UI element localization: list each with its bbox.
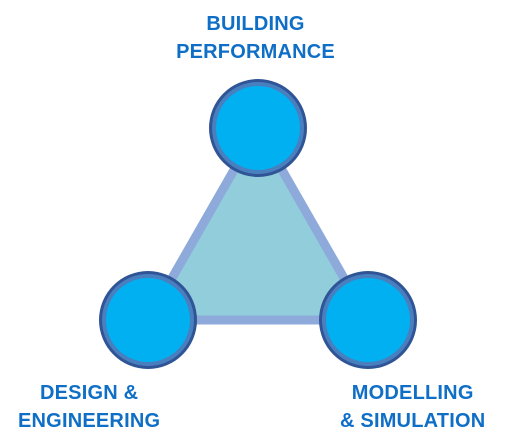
node-design-engineering	[99, 271, 197, 369]
label-line: PERFORMANCE	[176, 41, 335, 63]
label-modelling-simulation: MODELLING & SIMULATION	[340, 379, 485, 435]
node-modelling-simulation	[319, 271, 417, 369]
label-line: & SIMULATION	[340, 410, 486, 432]
label-line: ENGINEERING	[18, 410, 161, 432]
label-building-performance: BUILDING PERFORMANCE	[0, 10, 511, 66]
label-line: BUILDING	[206, 13, 305, 35]
label-design-engineering: DESIGN & ENGINEERING	[18, 379, 160, 435]
label-line: MODELLING	[351, 382, 474, 404]
node-building-performance	[209, 79, 307, 177]
connecting-triangle	[143, 123, 373, 325]
label-line: DESIGN &	[39, 382, 139, 404]
